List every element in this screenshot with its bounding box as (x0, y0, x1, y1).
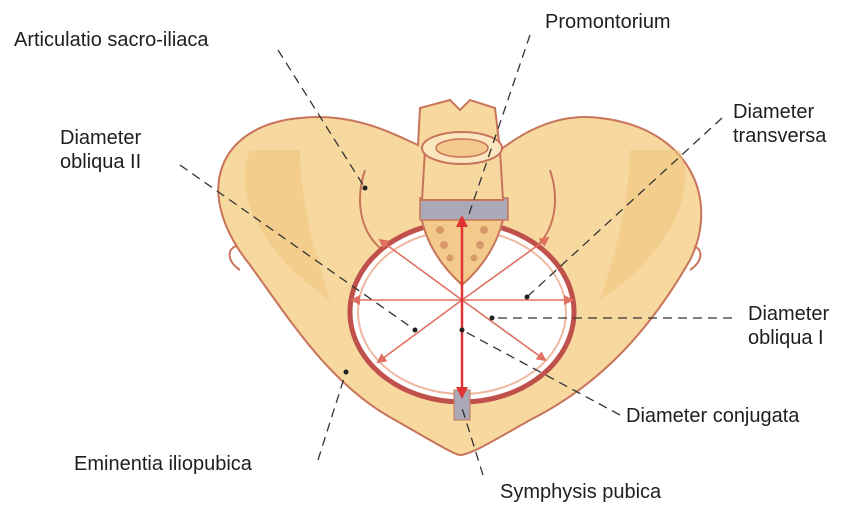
label-articulatio: Articulatio sacro-iliaca (14, 28, 209, 52)
label-diameter-obliqua-ii: Diameter obliqua II (60, 126, 141, 174)
label-obliqua-ii-line2: obliqua II (60, 150, 141, 174)
label-obliqua-i-line2: obliqua I (748, 326, 829, 350)
label-obliqua-ii-line1: Diameter (60, 126, 141, 150)
label-transversa-line2: transversa (733, 124, 826, 148)
label-diameter-conjugata: Diameter conjugata (626, 404, 799, 428)
label-promontorium: Promontorium (545, 10, 671, 34)
label-diameter-obliqua-i: Diameter obliqua I (748, 302, 829, 350)
label-eminentia: Eminentia iliopubica (74, 452, 252, 476)
label-symphysis: Symphysis pubica (500, 480, 661, 504)
vertebra-canal (436, 139, 488, 157)
label-obliqua-i-line1: Diameter (748, 302, 829, 326)
leader-eminentia (318, 372, 346, 460)
label-transversa-line1: Diameter (733, 100, 826, 124)
label-diameter-transversa: Diameter transversa (733, 100, 826, 148)
vertebral-disc (420, 198, 508, 220)
